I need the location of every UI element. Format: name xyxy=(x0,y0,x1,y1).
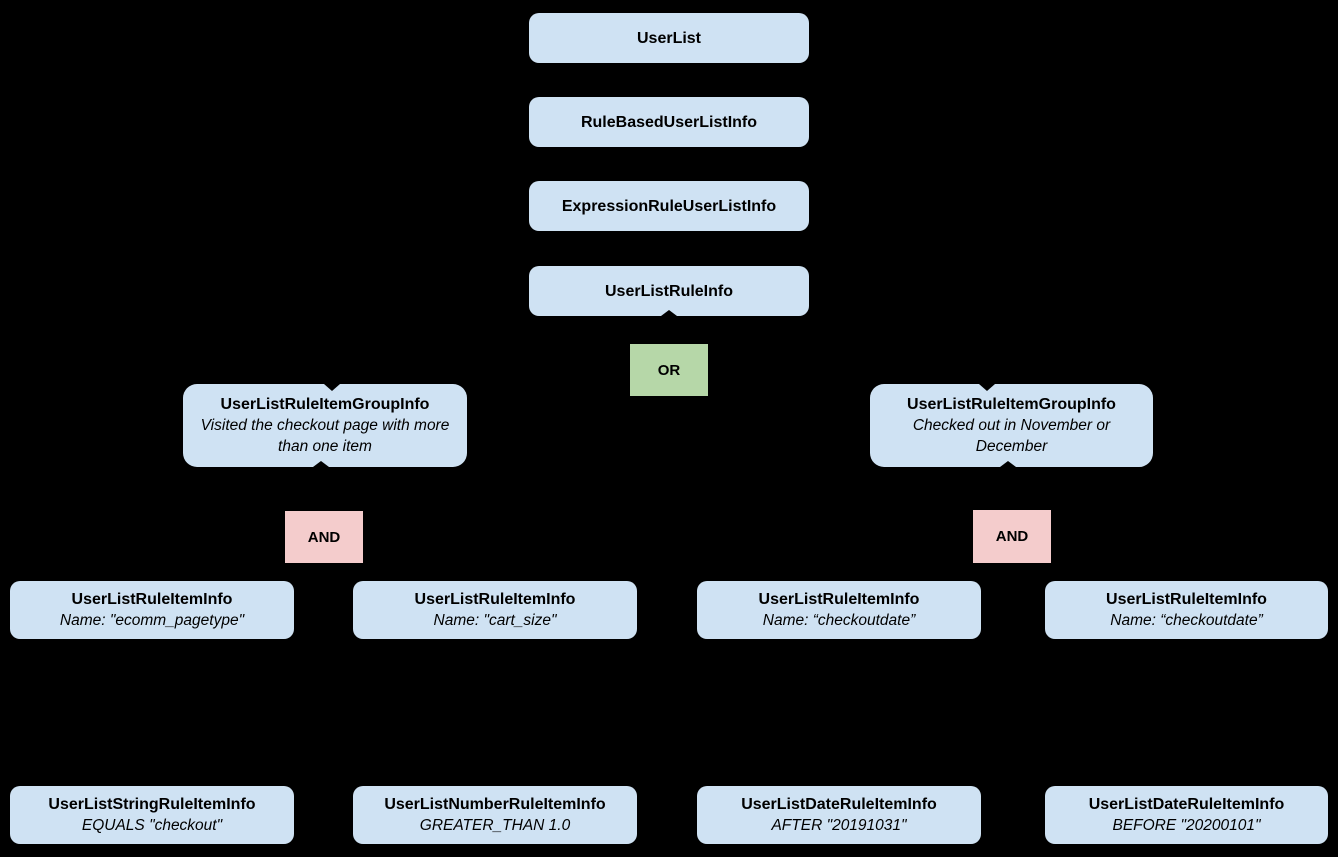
group-node-checkout-page: UserListRuleItemGroupInfo Visited the ch… xyxy=(183,384,467,467)
leaf-node-date-rule-after: UserListDateRuleItemInfo AFTER "20191031… xyxy=(697,786,981,844)
and-operator-left: AND xyxy=(285,511,363,563)
and-label: AND xyxy=(995,528,1029,545)
rule-item-title: UserListRuleItemInfo xyxy=(71,591,233,608)
node-label: UserListRuleInfo xyxy=(604,282,733,300)
leaf-title: UserListDateRuleItemInfo xyxy=(1088,796,1285,813)
node-rulebaseduserlistinfo: RuleBasedUserListInfo xyxy=(529,97,809,147)
group-node-nov-dec: UserListRuleItemGroupInfo Checked out in… xyxy=(870,384,1153,467)
node-expressionruleuserlistinfo: ExpressionRuleUserListInfo xyxy=(529,181,809,231)
group-description: Visited the checkout page with more than… xyxy=(200,417,450,455)
rule-item-detail: Name: "cart_size" xyxy=(433,612,557,629)
leaf-detail: EQUALS "checkout" xyxy=(81,817,223,834)
leaf-title: UserListStringRuleItemInfo xyxy=(48,796,256,813)
leaf-node-date-rule-before: UserListDateRuleItemInfo BEFORE "2020010… xyxy=(1045,786,1328,844)
rule-item-title: UserListRuleItemInfo xyxy=(1106,591,1267,608)
connector-arrowhead xyxy=(313,461,329,467)
node-label: UserList xyxy=(636,29,702,47)
leaf-detail: GREATER_THAN 1.0 xyxy=(419,817,571,834)
group-title: UserListRuleItemGroupInfo xyxy=(220,396,430,413)
connector-arrowhead xyxy=(1000,461,1016,467)
group-title: UserListRuleItemGroupInfo xyxy=(907,396,1116,413)
rule-item-detail: Name: “checkoutdate” xyxy=(1110,612,1263,629)
rule-item-node-ecomm-pagetype: UserListRuleItemInfo Name: "ecomm_pagety… xyxy=(10,581,294,639)
rule-item-title: UserListRuleItemInfo xyxy=(414,591,576,608)
group-description: Checked out in November or December xyxy=(912,417,1111,455)
or-operator: OR xyxy=(630,344,708,396)
rule-item-detail: Name: "ecomm_pagetype" xyxy=(59,612,245,629)
leaf-node-number-rule: UserListNumberRuleItemInfo GREATER_THAN … xyxy=(353,786,637,844)
rule-item-detail: Name: “checkoutdate” xyxy=(762,612,916,629)
connector-arrowhead xyxy=(979,384,995,391)
node-userlist: UserList xyxy=(529,13,809,63)
leaf-title: UserListDateRuleItemInfo xyxy=(741,796,937,813)
leaf-detail: AFTER "20191031" xyxy=(771,817,907,834)
node-label: ExpressionRuleUserListInfo xyxy=(561,197,777,215)
node-label: RuleBasedUserListInfo xyxy=(580,113,758,131)
or-label: OR xyxy=(657,361,681,379)
node-userlistruleinfo: UserListRuleInfo xyxy=(529,266,809,316)
and-operator-right: AND xyxy=(973,510,1051,563)
and-label: AND xyxy=(307,528,341,546)
connector-arrowhead xyxy=(324,384,340,391)
connector-arrowhead xyxy=(661,310,677,316)
rule-item-node-cart-size: UserListRuleItemInfo Name: "cart_size" xyxy=(353,581,637,639)
rule-item-title: UserListRuleItemInfo xyxy=(758,591,920,608)
rule-item-node-checkoutdate-2: UserListRuleItemInfo Name: “checkoutdate… xyxy=(1045,581,1328,639)
leaf-detail: BEFORE "20200101" xyxy=(1112,817,1261,834)
leaf-node-string-rule: UserListStringRuleItemInfo EQUALS "check… xyxy=(10,786,294,844)
leaf-title: UserListNumberRuleItemInfo xyxy=(384,796,606,813)
rule-item-node-checkoutdate-1: UserListRuleItemInfo Name: “checkoutdate… xyxy=(697,581,981,639)
